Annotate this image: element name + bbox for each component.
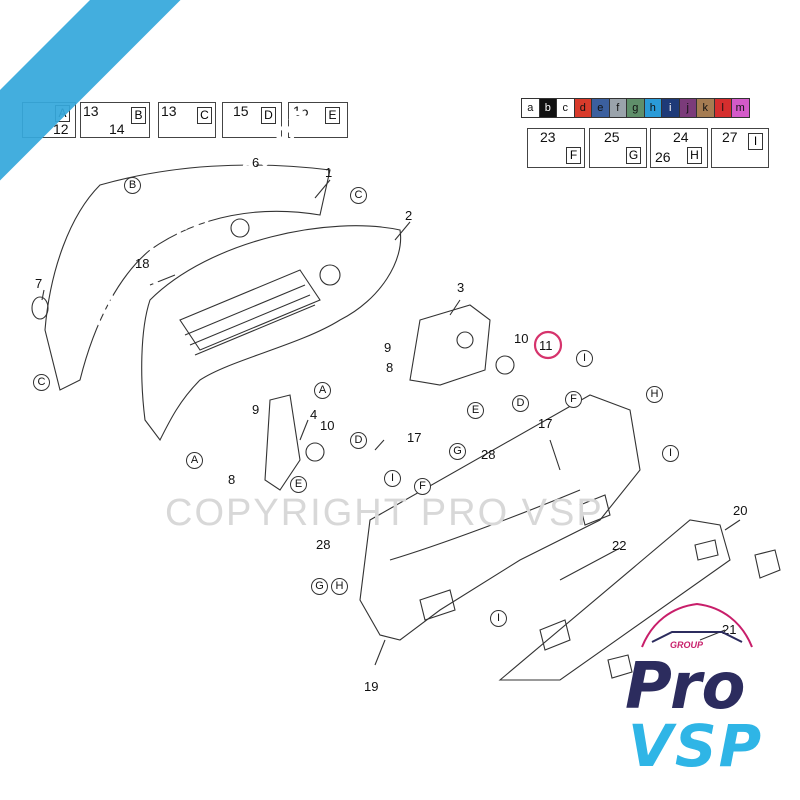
legend-I-num: 27 — [722, 129, 738, 145]
callout-1: 1 — [325, 165, 333, 180]
circled-letter-I-top: I — [576, 350, 593, 367]
legend-box-I: 27 I — [711, 128, 769, 168]
logo-vsp-text: VSP — [628, 712, 764, 780]
circled-letter-A-left: A — [186, 452, 203, 469]
callout-22: 22 — [612, 538, 627, 553]
part-4-bracket — [264, 394, 301, 491]
circled-letter-D-right: D — [512, 395, 529, 412]
legend-H-num-2: 26 — [655, 149, 671, 165]
legend-box-H: 24 26 H — [650, 128, 708, 168]
circled-letter-C-top: C — [350, 187, 367, 204]
circled-letter-C-left: C — [33, 374, 50, 391]
callout-2: 2 — [405, 208, 413, 223]
callout-20: 20 — [733, 503, 748, 518]
color-swatch-i: i — [662, 99, 680, 117]
callout-6: 6 — [252, 155, 260, 170]
callout-8b: 8 — [228, 472, 236, 487]
color-swatch-l: l — [714, 99, 732, 117]
callout-17a: 17 — [538, 416, 553, 431]
legend-F-letter: F — [566, 147, 581, 164]
part-3-bracket — [409, 304, 491, 386]
color-swatch-d: d — [574, 99, 592, 117]
callout-4: 4 — [310, 407, 318, 422]
callout-11: 11 — [539, 338, 553, 353]
callout-17b: 17 — [407, 430, 422, 445]
legend-I-letter: I — [748, 133, 763, 150]
color-swatch-g: g — [627, 99, 645, 117]
legend-A-num: 12 — [53, 121, 69, 137]
logo-pro-text: Pro — [625, 650, 746, 724]
color-swatch-j: j — [679, 99, 697, 117]
logo-group-text: GROUP — [670, 640, 704, 650]
callout-28b: 28 — [316, 537, 331, 552]
legend-D-num: 15 — [233, 103, 249, 119]
circled-letter-I-bottom: I — [490, 610, 507, 627]
highlight-circle-11 — [533, 330, 563, 360]
callout-9a: 9 — [384, 340, 392, 355]
legend-G-num: 25 — [604, 129, 620, 145]
legend-box-B: 13 14 B — [80, 102, 150, 138]
callout-10b: 10 — [320, 418, 335, 433]
circled-letter-D-left: D — [350, 432, 367, 449]
car-silhouette-logo — [641, 602, 753, 648]
part-1-front-cover — [44, 164, 331, 391]
color-swatch-h: h — [644, 99, 662, 117]
legend-box-D: 15 D — [222, 102, 282, 138]
circled-letter-E-left: E — [290, 476, 307, 493]
circled-letter-I-mid: I — [384, 470, 401, 487]
color-swatch-m: m — [732, 99, 749, 117]
color-swatch-k: k — [697, 99, 715, 117]
color-swatch-b: b — [539, 99, 557, 117]
part-19-rear-bumper — [359, 394, 641, 641]
part-21-tip-right — [754, 549, 781, 579]
legend-E-num: 16 — [293, 103, 309, 119]
circled-letter-I-right: I — [662, 445, 679, 462]
legend-F-num: 23 — [540, 129, 556, 145]
circled-letter-F-right: F — [565, 391, 582, 408]
legend-B-num-1: 13 — [83, 103, 99, 119]
color-swatch-c: c — [557, 99, 575, 117]
color-swatch-a: a — [522, 99, 540, 117]
circled-letter-E-right: E — [467, 402, 484, 419]
legend-box-C: 13 C — [158, 102, 216, 138]
copyright-watermark: COPYRIGHT PRO VSP — [165, 492, 604, 534]
callout-28a: 28 — [481, 447, 496, 462]
legend-C-num: 13 — [161, 103, 177, 119]
callout-3: 3 — [457, 280, 465, 295]
part-20-diffuser — [498, 519, 731, 681]
legend-C-letter: C — [197, 107, 212, 124]
circled-letter-G-top: G — [449, 443, 466, 460]
legend-D-letter: D — [261, 107, 276, 124]
color-swatch-e: e — [592, 99, 610, 117]
callout-19: 19 — [364, 679, 379, 694]
circled-letter-H-bottom: H — [331, 578, 348, 595]
part-21-tip-left — [607, 654, 633, 679]
callout-18: 18 — [135, 256, 150, 271]
color-swatch-f: f — [609, 99, 627, 117]
callout-7: 7 — [35, 276, 43, 291]
circled-letter-A-right: A — [314, 382, 331, 399]
circled-letter-G-bottom: G — [311, 578, 328, 595]
legend-G-letter: G — [626, 147, 641, 164]
legend-box-F: 23 F — [527, 128, 585, 168]
legend-E-letter: E — [325, 107, 340, 124]
part-2-front-bumper — [141, 225, 402, 442]
callout-8a: 8 — [386, 360, 394, 375]
circled-letter-B: B — [124, 177, 141, 194]
circled-letter-F-left: F — [414, 478, 431, 495]
callout-10a: 10 — [514, 331, 529, 346]
part-7-ring — [31, 296, 49, 320]
legend-H-num-1: 24 — [673, 129, 689, 145]
legend-H-letter: H — [687, 147, 702, 164]
circled-letter-H-right: H — [646, 386, 663, 403]
legend-box-E: 16 E — [288, 102, 348, 138]
legend-B-num-2: 14 — [109, 121, 125, 137]
legend-box-G: 25 G — [589, 128, 647, 168]
legend-B-letter: B — [131, 107, 146, 124]
callout-9b: 9 — [252, 402, 260, 417]
